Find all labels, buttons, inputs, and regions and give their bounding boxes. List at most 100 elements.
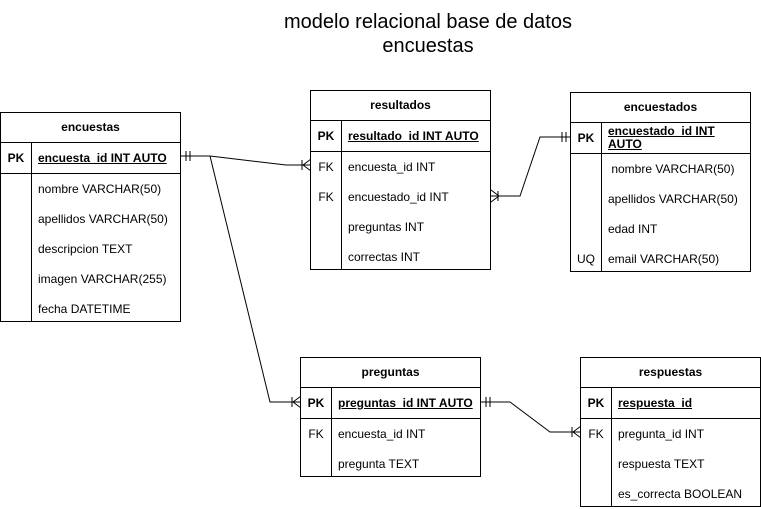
column-label: pregunta TEXT (338, 457, 420, 471)
key-column-divider (341, 120, 342, 269)
key-label (1, 174, 31, 204)
table-encuestas[interactable]: encuestas PK encuesta_id INT AUTO nombre… (0, 112, 181, 322)
table-row: imagen VARCHAR(255) (1, 264, 180, 294)
column-label: encuesta_id INT (348, 160, 436, 174)
key-column-divider (611, 387, 612, 506)
key-label: FK (308, 427, 324, 441)
key-label (571, 214, 601, 244)
column-label: email VARCHAR(50) (608, 252, 720, 266)
key-label (1, 264, 31, 294)
key-column-divider (31, 142, 32, 321)
column-label-line1: encuestado_id INT (608, 124, 715, 138)
table-row: PK preguntas_id INT AUTO (301, 388, 480, 419)
table-row: apellidos VARCHAR(50) (1, 204, 180, 234)
column-label: correctas INT (348, 250, 421, 264)
table-row: correctas INT (311, 242, 490, 272)
table-row: PK encuesta_id INT AUTO (1, 143, 180, 174)
key-label (1, 204, 31, 234)
many-mark-resultados (301, 158, 312, 172)
column-label: descripcion TEXT (38, 242, 133, 256)
table-row: FK encuesta_id INT (301, 419, 480, 449)
relation-encuestas-resultados (181, 155, 311, 166)
key-label: FK (588, 427, 604, 441)
column-label: respuesta TEXT (618, 457, 705, 471)
column-label: encuesta_id INT AUTO (38, 151, 167, 165)
table-row: fecha DATETIME (1, 294, 180, 324)
diagram-title-line1: modelo relacional base de datos (284, 11, 572, 33)
many-mark-respuestas (571, 425, 582, 439)
table-row: edad INT (571, 214, 750, 244)
key-label: PK (577, 131, 595, 145)
table-row: UQ email VARCHAR(50) (571, 244, 750, 274)
column-label: apellidos VARCHAR(50) (608, 192, 738, 206)
table-encuestados[interactable]: encuestados PK encuestado_id INT AUTO no… (570, 92, 751, 272)
key-label (311, 212, 341, 242)
diagram-title: modelo relacional base de datos encuesta… (230, 10, 626, 58)
table-respuestas[interactable]: respuestas PK respuesta_id FK pregunta_i… (580, 357, 761, 507)
key-column-divider (601, 122, 602, 271)
column-label: preguntas_id INT AUTO (338, 396, 473, 410)
column-label: encuesta_id INT (338, 427, 426, 441)
relation-preguntas-respuestas (481, 401, 581, 433)
key-label: FK (318, 190, 334, 204)
table-preguntas[interactable]: preguntas PK preguntas_id INT AUTO FK en… (300, 357, 481, 477)
table-resultados-header: resultados (311, 91, 490, 121)
table-row: descripcion TEXT (1, 234, 180, 264)
table-preguntas-header: preguntas (301, 358, 480, 388)
column-label-line2: AUTO (608, 137, 642, 151)
key-label (1, 294, 31, 324)
one-mandatory-mark-preguntas (485, 397, 491, 407)
many-mark-resultados-fk (490, 189, 500, 203)
key-label: UQ (577, 252, 595, 266)
table-resultados[interactable]: resultados PK resultado_id INT AUTO FK e… (310, 90, 491, 270)
key-column-divider (331, 387, 332, 476)
relation-resultados-encuestados (491, 136, 571, 197)
table-row: FK pregunta_id INT (581, 419, 760, 449)
many-mark-preguntas (291, 395, 302, 409)
table-row: pregunta TEXT (301, 449, 480, 479)
key-label: PK (307, 396, 325, 410)
column-label: apellidos VARCHAR(50) (38, 212, 168, 226)
column-label: nombre VARCHAR(50) (38, 182, 162, 196)
column-label: preguntas INT (348, 220, 425, 234)
table-encuestas-header: encuestas (1, 113, 180, 143)
table-row: PK resultado_id INT AUTO (311, 121, 490, 152)
key-label: PK (587, 396, 605, 410)
table-row: respuesta TEXT (581, 449, 760, 479)
table-encuestados-header: encuestados (571, 93, 750, 123)
table-row: preguntas INT (311, 212, 490, 242)
table-row: PK encuestado_id INT AUTO (571, 123, 750, 154)
column-label: edad INT (608, 222, 658, 236)
column-label: encuestado_id INT AUTO (608, 123, 715, 155)
column-label: encuestado_id INT (348, 190, 449, 204)
key-label (301, 449, 331, 479)
table-row: apellidos VARCHAR(50) (571, 184, 750, 214)
column-label: imagen VARCHAR(255) (38, 272, 167, 286)
table-row: FK encuestado_id INT (311, 182, 490, 212)
key-label: PK (7, 151, 25, 165)
one-mandatory-mark-encuestas (185, 151, 191, 161)
table-row: FK encuesta_id INT (311, 152, 490, 182)
key-label (581, 479, 611, 509)
key-label (311, 242, 341, 272)
key-label: PK (317, 129, 335, 143)
relation-encuestas-preguntas (209, 155, 301, 403)
key-label: FK (318, 160, 334, 174)
column-label: resultado_id INT AUTO (348, 129, 479, 143)
key-label (581, 449, 611, 479)
column-label: fecha DATETIME (38, 302, 131, 316)
diagram-title-line2: encuestas (382, 35, 474, 57)
table-row: nombre VARCHAR(50) (1, 174, 180, 204)
column-label: respuesta_id (618, 396, 693, 410)
key-label (571, 154, 601, 184)
table-row: PK respuesta_id (581, 388, 760, 419)
column-label: nombre VARCHAR(50) (608, 162, 735, 176)
key-label (1, 234, 31, 264)
table-row: es_correcta BOOLEAN (581, 479, 760, 509)
table-respuestas-header: respuestas (581, 358, 760, 388)
column-label: pregunta_id INT (618, 427, 705, 441)
one-mandatory-mark-encuestados (561, 132, 567, 142)
column-label: es_correcta BOOLEAN (618, 487, 743, 501)
table-row: nombre VARCHAR(50) (571, 154, 750, 184)
